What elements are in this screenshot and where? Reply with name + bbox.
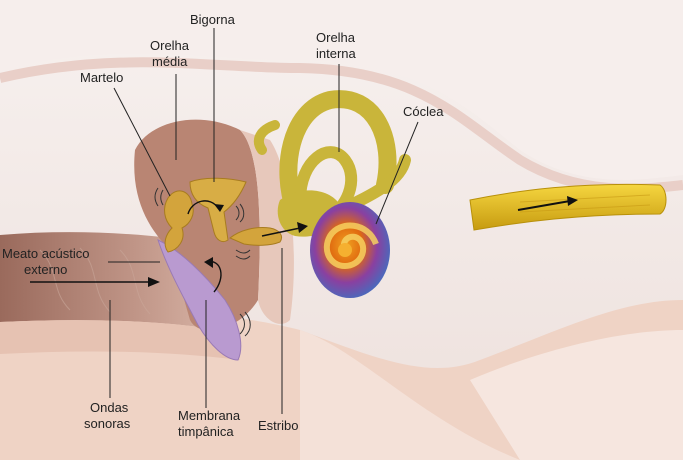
label-membrana-line2: timpânica <box>178 424 234 439</box>
label-membrana-line1: Membrana <box>178 408 241 423</box>
label-ondas-line1: Ondas <box>90 400 129 415</box>
label-meato-line2: externo <box>24 262 67 277</box>
label-orelha-interna-line2: interna <box>316 46 357 61</box>
label-bigorna: Bigorna <box>190 12 236 27</box>
cochlea-apex <box>338 243 352 257</box>
label-coclea: Cóclea <box>403 104 444 119</box>
label-meato-line1: Meato acústico <box>2 246 89 261</box>
label-martelo: Martelo <box>80 70 123 85</box>
label-estribo: Estribo <box>258 418 298 433</box>
label-orelha-media-line2: média <box>152 54 188 69</box>
label-orelha-interna-line1: Orelha <box>316 30 356 45</box>
label-orelha-media-line1: Orelha <box>150 38 190 53</box>
label-ondas-line2: sonoras <box>84 416 131 431</box>
